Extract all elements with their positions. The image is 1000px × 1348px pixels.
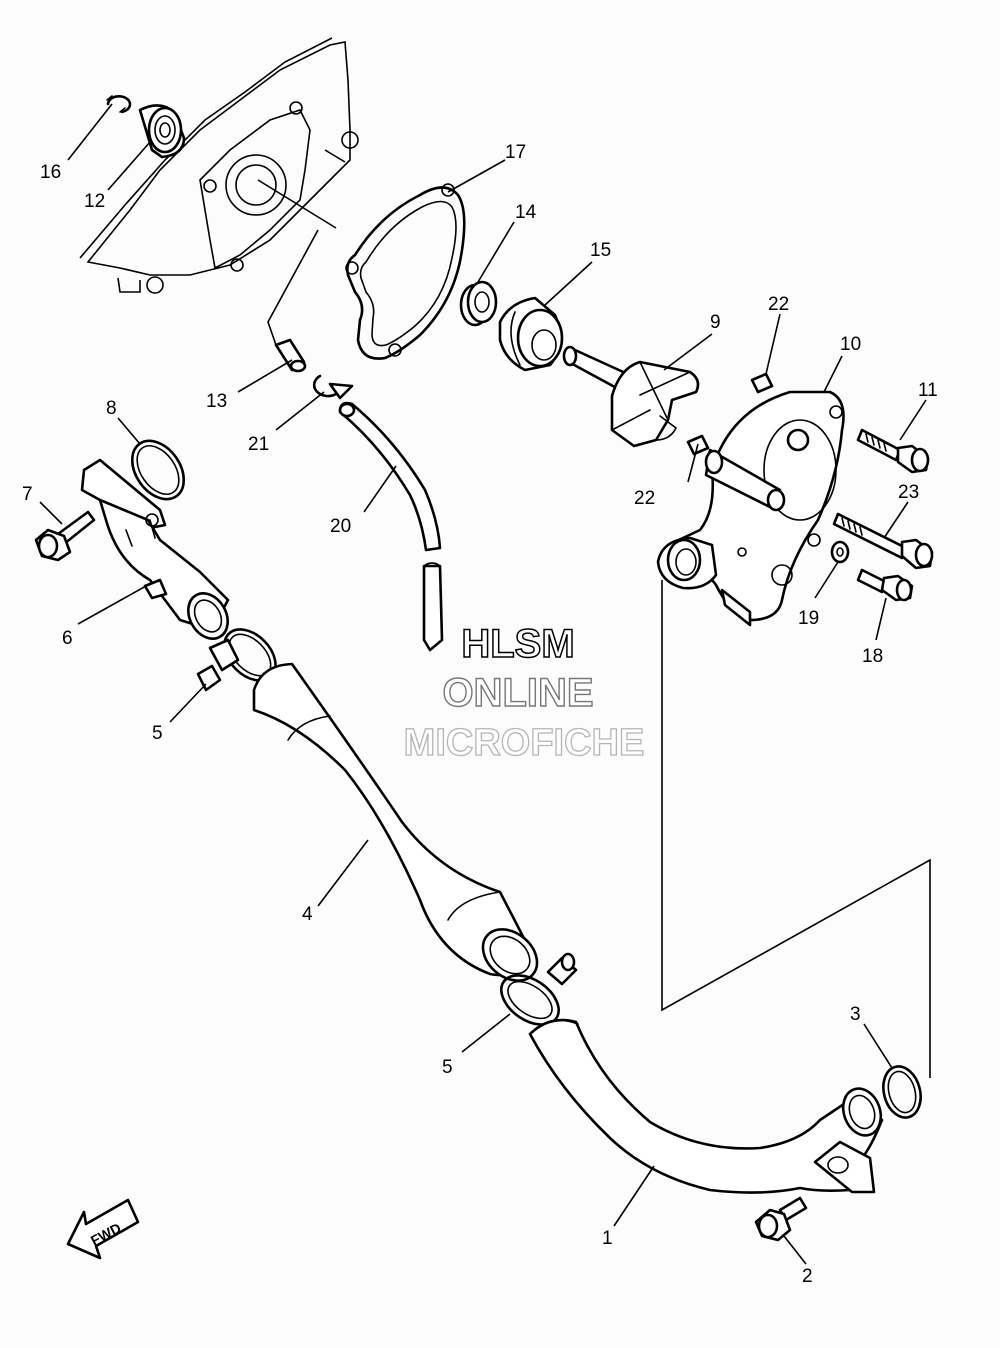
callout-22a: 22	[768, 294, 789, 315]
part-5-hose-clamp-lower	[500, 952, 578, 1026]
callout-22b: 22	[634, 488, 655, 509]
callout-1: 1	[602, 1228, 613, 1249]
part-23-long-bolt	[832, 512, 934, 570]
watermark-line2: ONLINE	[442, 671, 593, 715]
callout-19: 19	[798, 608, 819, 629]
callout-16: 16	[40, 162, 61, 183]
callout-10: 10	[840, 334, 861, 355]
watermark: HLSM ONLINE MICROFICHE	[403, 621, 645, 764]
callout-12: 12	[84, 191, 105, 212]
part-15-mechanical-seal	[498, 296, 564, 372]
callout-5b: 5	[442, 1057, 453, 1078]
part-11-bolt	[856, 428, 930, 474]
part-21-hose-clip	[312, 374, 354, 400]
fwd-arrow-icon: FWD	[66, 1198, 140, 1260]
part-5-hose-clamp-upper	[196, 628, 277, 692]
assembly-lines	[257, 179, 931, 1078]
part-18-bolt	[856, 568, 914, 602]
crankcase-cover	[79, 37, 359, 294]
callout-5a: 5	[152, 723, 163, 744]
callout-3: 3	[850, 1004, 861, 1025]
part-16-circlip	[106, 95, 132, 114]
part-9-impeller	[562, 345, 700, 448]
leader-lines	[39, 103, 927, 1265]
callout-15: 15	[590, 240, 611, 261]
part-7-bolt	[34, 510, 96, 562]
callout-numbers: 16 12 17 14 15 9 22 10 11 23 22 19 18 13…	[22, 142, 938, 1287]
callout-18: 18	[862, 646, 883, 667]
callout-4: 4	[302, 904, 313, 925]
callout-2: 2	[802, 1266, 813, 1287]
part-6-outlet-pipe	[80, 458, 230, 640]
callout-23: 23	[898, 482, 919, 503]
part-19-washer	[830, 540, 850, 564]
callout-8: 8	[106, 398, 117, 419]
part-13-pin	[274, 338, 307, 373]
callout-11: 11	[918, 380, 938, 401]
watermark-line1: HLSM	[461, 622, 574, 666]
part-20-breather-hose	[338, 401, 444, 652]
part-12-bearing	[138, 104, 186, 159]
callout-13: 13	[206, 391, 227, 412]
callout-6: 6	[62, 628, 73, 649]
callout-14: 14	[515, 202, 537, 223]
callout-17: 17	[505, 142, 526, 163]
callout-20: 20	[330, 516, 351, 537]
part-4-radiator-hose	[252, 662, 539, 982]
callout-7: 7	[22, 484, 33, 505]
callout-21: 21	[248, 434, 269, 455]
part-3-o-ring	[882, 1065, 922, 1119]
watermark-line3: MICROFICHE	[404, 722, 645, 764]
part-14-oil-seal	[459, 280, 498, 327]
part-22-dowel-pins	[686, 372, 774, 456]
part-17-gasket	[345, 183, 466, 360]
part-10-pump-housing	[656, 390, 845, 627]
callout-9: 9	[710, 312, 721, 333]
part-1-inlet-pipe	[528, 1018, 884, 1194]
part-2-bolt	[754, 1196, 808, 1242]
